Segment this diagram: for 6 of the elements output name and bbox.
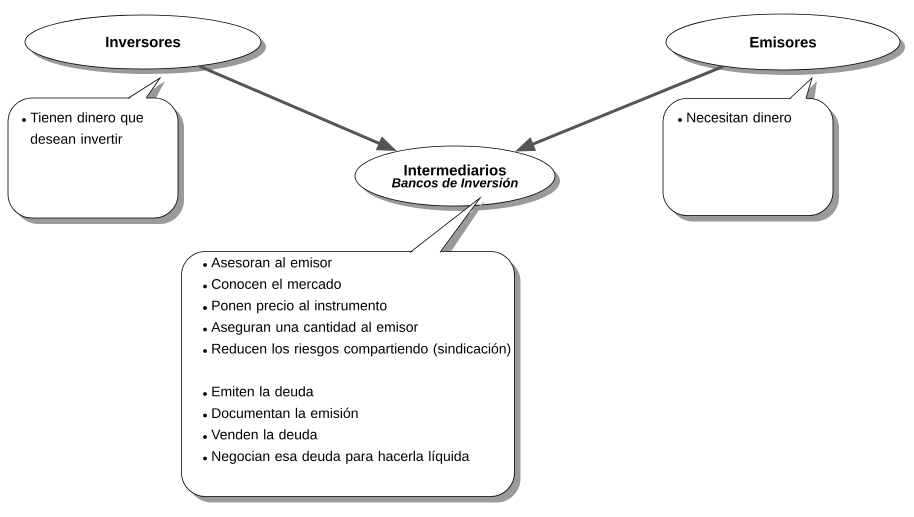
ellipse-node: Inversores bbox=[24, 14, 266, 74]
ellipse-node: Emisores bbox=[666, 14, 905, 75]
callout-box: Tienen dinero que desean invertir bbox=[8, 76, 184, 224]
callout-box: Asesoran al emisor Conocen el mercado Ponen precio al instrumento Aseguran una cantidad al emisor Reducen los riesgos compartiendo (sindicación) Emiten la deuda Documentan la emisión Venden la deuda Negocian esa deuda para hacerla líquida bbox=[181, 196, 520, 502]
callout-box: Necesitan dinero bbox=[662, 76, 839, 222]
ellipse-node: Intermediarios Bancos de Inversión bbox=[354, 146, 560, 211]
